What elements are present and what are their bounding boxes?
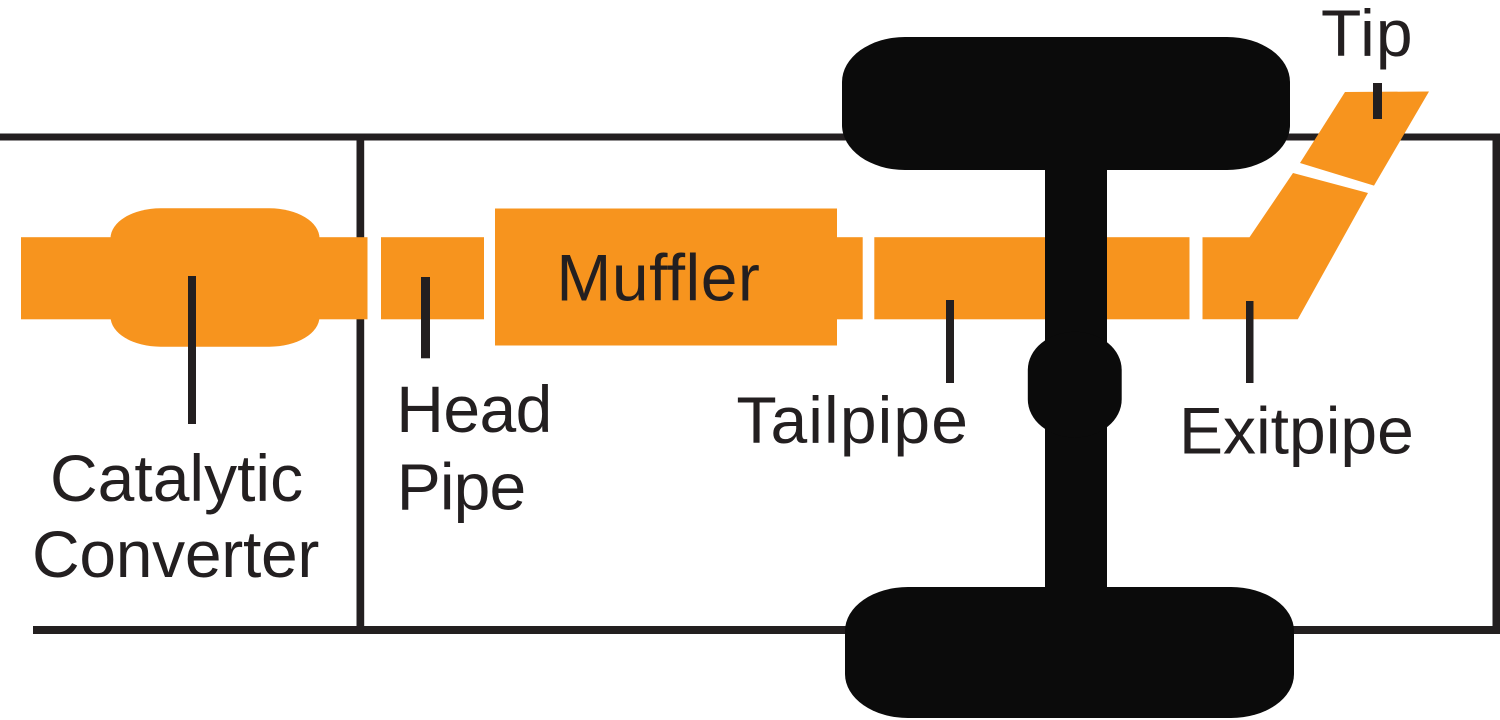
svg-text:Tip: Tip [1321, 0, 1414, 70]
svg-text:Catalytic: Catalytic [50, 441, 303, 515]
svg-text:Exitpipe: Exitpipe [1179, 394, 1414, 468]
svg-text:Muffler: Muffler [556, 241, 760, 315]
svg-text:Pipe: Pipe [397, 450, 526, 524]
svg-text:Tailpipe: Tailpipe [736, 383, 969, 457]
svg-text:Head: Head [396, 372, 551, 446]
svg-text:Converter: Converter [32, 517, 319, 591]
